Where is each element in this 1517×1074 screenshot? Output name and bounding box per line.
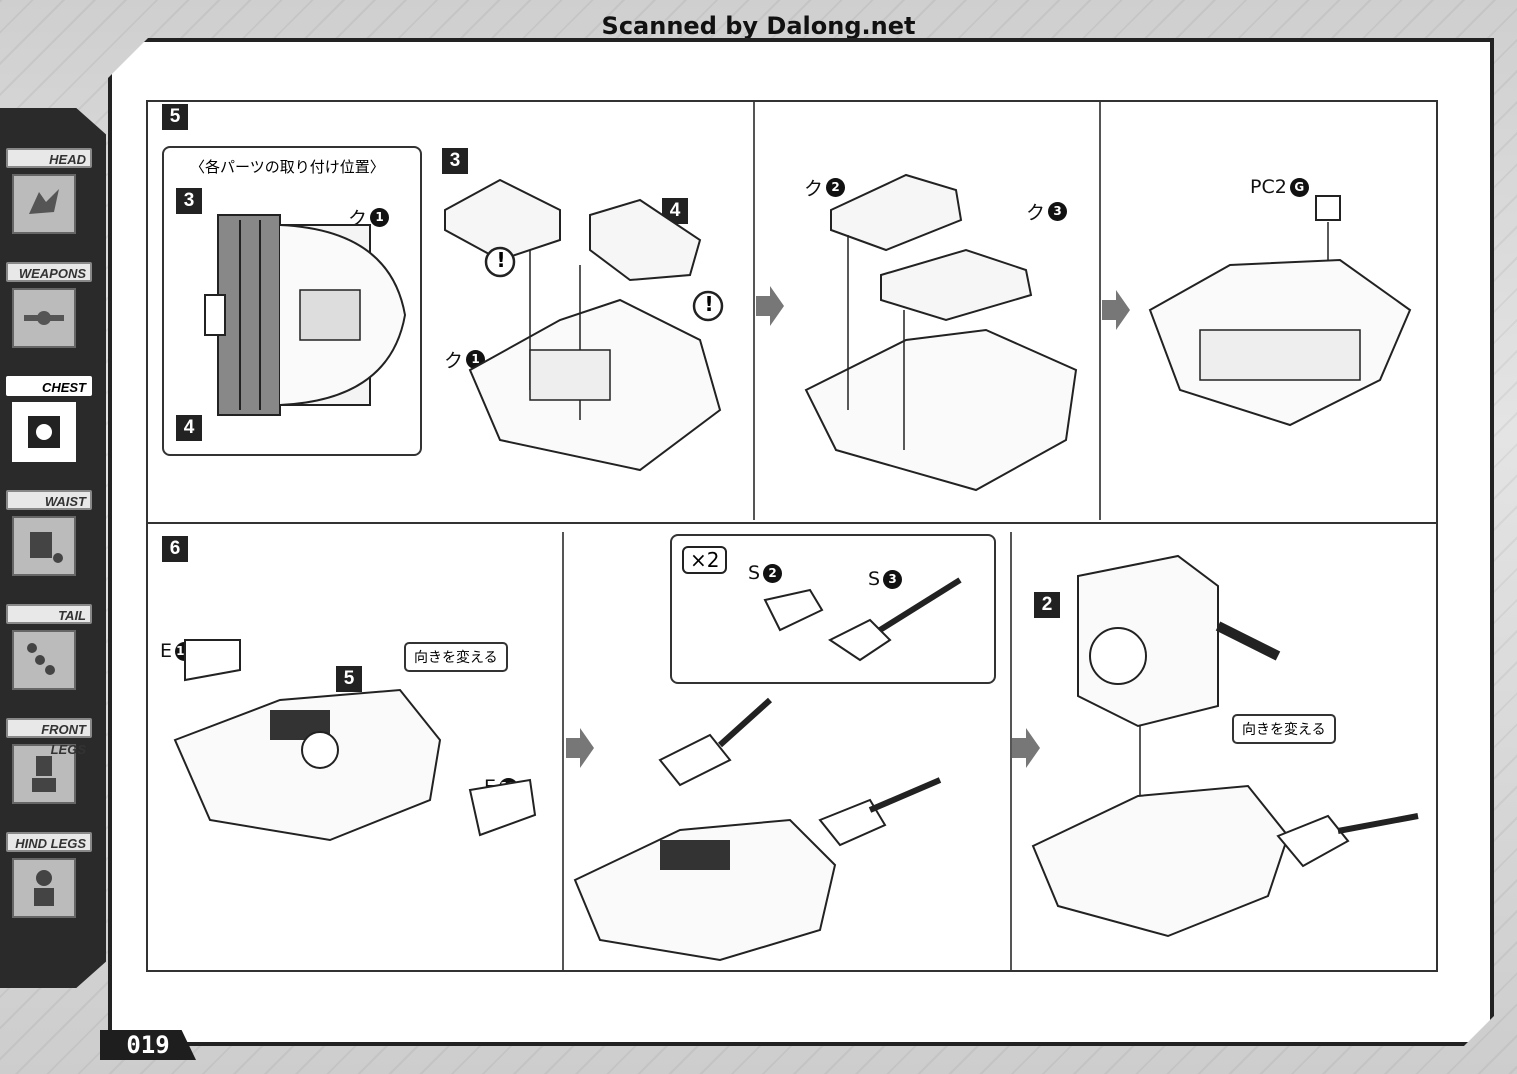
inset-marker-bottom: 4 [176,415,202,441]
part-letter: PC2 [1250,176,1287,198]
next-step-arrow-icon [756,286,784,326]
chest-icon [12,402,76,462]
chest-top-view-illustration [204,214,407,416]
sidebar-item-label: TAIL [6,604,92,624]
next-step-arrow-icon [1012,728,1040,768]
subassembly-badge: 4 [662,198,688,224]
sidebar-item-label: WEAPONS [6,262,92,282]
gun-subassembly-inset [670,534,996,684]
part-letter: ク [444,350,464,372]
chest-assembly-illustration [1148,195,1412,427]
part-letter: ク [804,178,824,200]
head-icon [12,174,76,234]
weapons-icon [12,288,76,348]
panel-divider [562,532,564,970]
rotate-callout: 向きを変える [1232,714,1336,744]
sidebar-item-tail[interactable]: TAIL [6,604,92,690]
sidebar-nav: HEAD WEAPONS CHEST WAIST TAIL FRONT LEGS [0,108,106,988]
step-number: 5 [162,104,188,130]
tail-icon [12,630,76,690]
front-legs-icon [12,744,76,804]
sidebar-item-front-legs[interactable]: FRONT LEGS [6,718,92,804]
quantity-multiplier: ×2 [682,546,728,574]
subassembly-badge: 5 [336,666,362,692]
chest-assembly-illustration [444,178,722,472]
part-label: ク 1 [444,346,486,373]
part-letter: E [160,640,173,662]
part-number: 3 [883,569,903,589]
sidebar-item-label: CHEST [6,376,92,396]
part-letter: S [868,568,881,590]
sidebar-item-label: HEAD [6,148,92,168]
panel-divider [1010,532,1012,970]
part-label: PC2 G [1250,176,1309,198]
inset-title: 〈各パーツの取り付け位置〉 [190,158,385,176]
part-letter: S [748,562,761,584]
part-label: S 3 [868,568,903,590]
part-number: G [1289,177,1309,197]
sidebar-item-weapons[interactable]: WEAPONS [6,262,92,348]
panel-divider [753,102,755,520]
part-number: 2 [826,178,846,197]
part-letter: ク [1026,202,1046,224]
caution-mark: ! [496,248,506,272]
sidebar-item-waist[interactable]: WAIST [6,490,92,576]
inset-marker-top: 3 [176,188,202,214]
next-step-arrow-icon [566,728,594,768]
step-number: 6 [162,536,188,562]
part-label: ク 3 [1026,198,1068,225]
sidebar-item-chest[interactable]: CHEST [6,376,92,462]
hind-legs-icon [12,858,76,918]
step-divider [146,522,1438,524]
part-number: 1 [370,208,390,227]
caution-icon [484,246,516,278]
part-number: 2 [763,563,783,583]
chest-with-waist-illustration [1031,554,1419,938]
subassembly-badge: 3 [442,148,468,174]
chest-assembly-illustration [804,173,1078,492]
caution-icon [692,290,724,322]
gun-parts-illustration [763,577,962,662]
subassembly-badge: 2 [1034,592,1060,618]
next-step-arrow-icon [1102,290,1130,330]
chest-assembly-illustration [173,639,537,842]
sidebar-item-label: WAIST [6,490,92,510]
chest-with-guns-illustration [573,697,942,962]
sidebar-item-label: HIND LEGS [6,832,92,852]
scan-credit: Scanned by Dalong.net [601,12,916,40]
part-label: ク 2 [804,174,846,201]
rotate-callout: 向きを変える [404,642,508,672]
sidebar-item-label: FRONT LEGS [6,718,92,757]
page-number: 019 [100,1030,196,1060]
panel-divider [1099,102,1101,520]
part-label: S 2 [748,562,783,584]
sidebar-item-head[interactable]: HEAD [6,148,92,234]
caution-mark: ! [704,292,714,316]
sidebar-item-hind-legs[interactable]: HIND LEGS [6,832,92,918]
part-number: 3 [1048,202,1068,221]
waist-icon [12,516,76,576]
